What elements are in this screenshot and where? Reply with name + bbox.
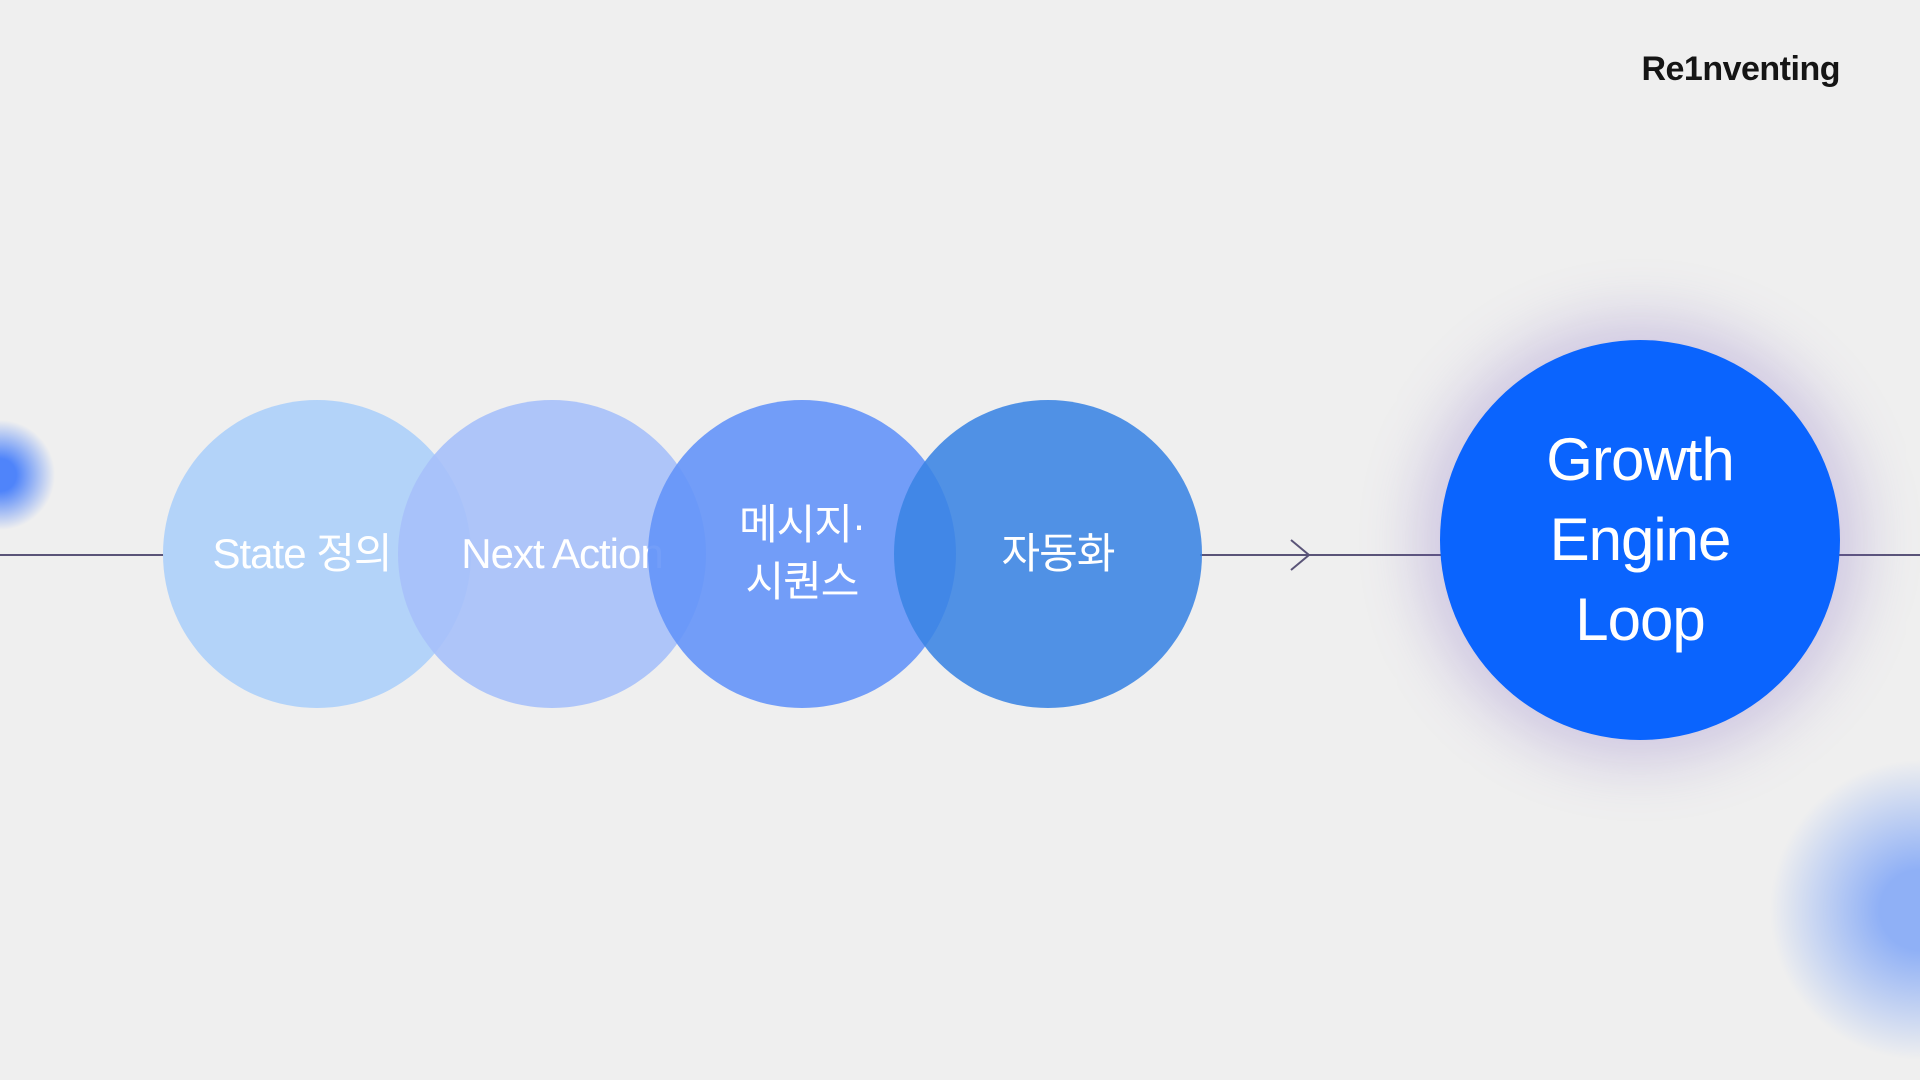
result-label-line: Growth	[1546, 426, 1734, 493]
step-automation: 자동화	[894, 400, 1202, 708]
step-label: State 정의	[212, 529, 392, 577]
brand-logo: Re1nventing	[1641, 50, 1840, 88]
decorative-blur-bottom-right	[1720, 760, 1920, 1060]
connector-line-middle	[1200, 554, 1442, 556]
connector-line-left	[0, 554, 170, 556]
step-label-line: 메시지·	[739, 501, 866, 549]
result-label-line: Engine	[1549, 506, 1732, 573]
step-label: Next Action	[461, 529, 663, 577]
step-label-line: 시퀀스	[745, 558, 860, 605]
arrow-right-icon	[1290, 539, 1311, 571]
connector-line-right	[1838, 554, 1920, 556]
step-label: 자동화	[1001, 529, 1116, 577]
growth-engine-loop-circle: Growth Engine Loop	[1440, 340, 1840, 740]
result-label-line: Loop	[1575, 586, 1705, 653]
decorative-blur-left	[0, 420, 60, 530]
